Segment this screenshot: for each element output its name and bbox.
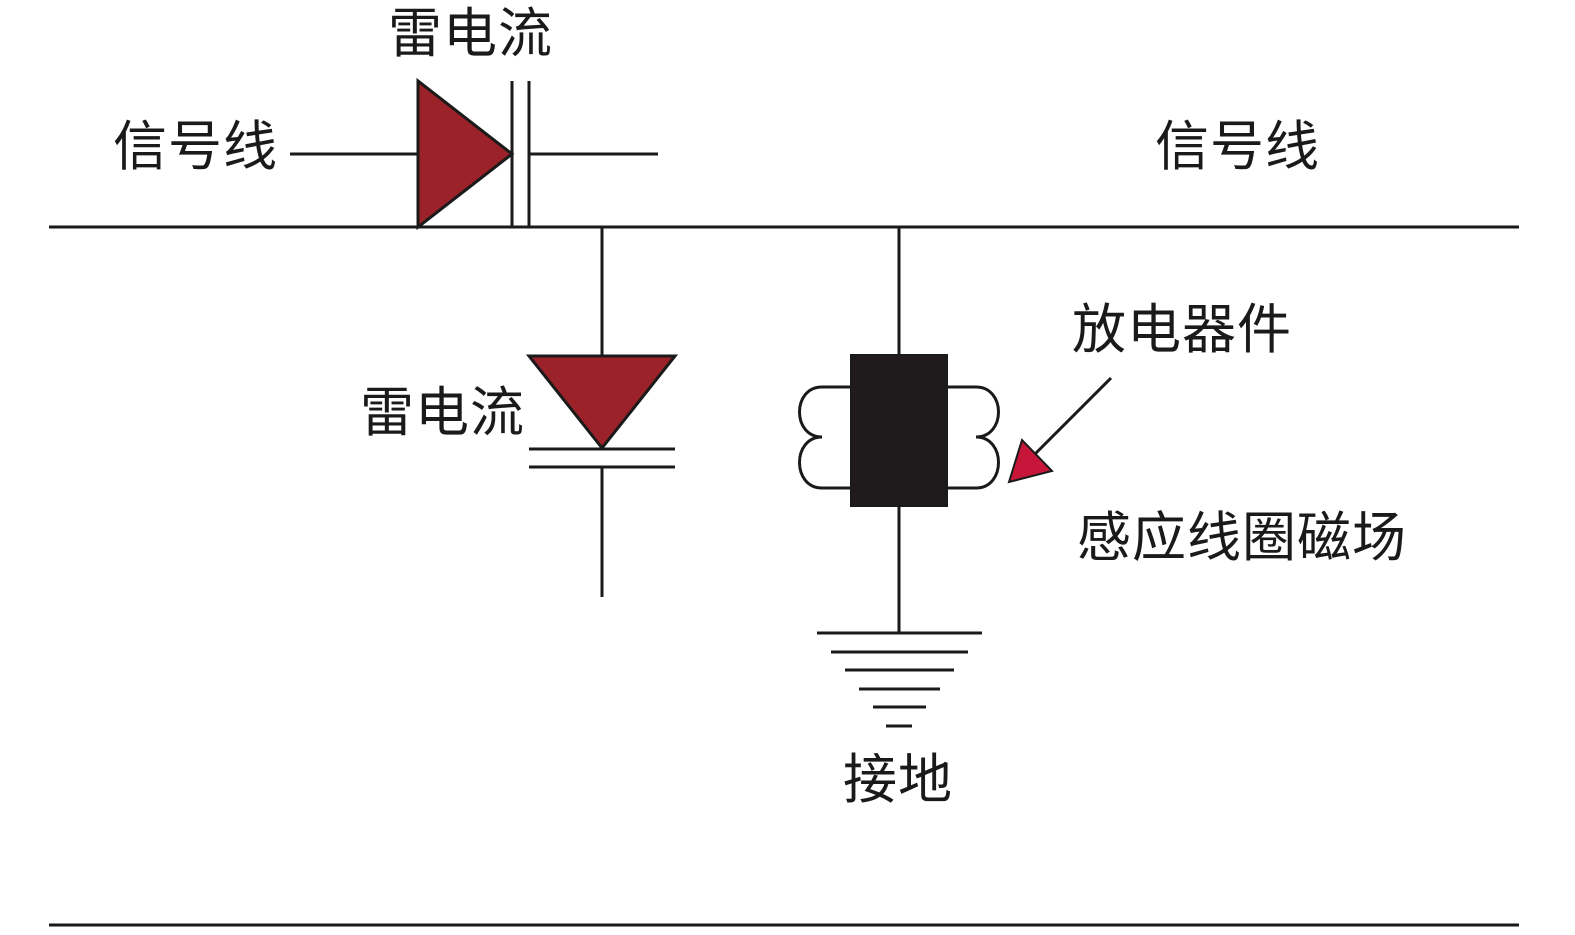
label-signal-line-left: 信号线 [113,115,278,178]
label-lightning-current-top: 雷电流 [388,2,553,65]
top-diode-triangle [416,77,515,231]
pointer-arrow-shaft [1032,376,1113,457]
mid-diode-triangle [525,354,679,451]
ground-icon [817,631,982,728]
label-discharge-device: 放电器件 [1072,298,1292,361]
discharge-device-body [850,354,948,507]
coil-right-loops [947,385,1000,490]
label-lightning-current-mid: 雷电流 [360,381,525,444]
label-ground: 接地 [843,748,953,811]
coil-left-loops [798,385,851,490]
pointer-arrow-head [1007,438,1054,484]
label-induction-coil-field: 感应线圈磁场 [1077,506,1407,569]
label-signal-line-right: 信号线 [1155,115,1320,178]
